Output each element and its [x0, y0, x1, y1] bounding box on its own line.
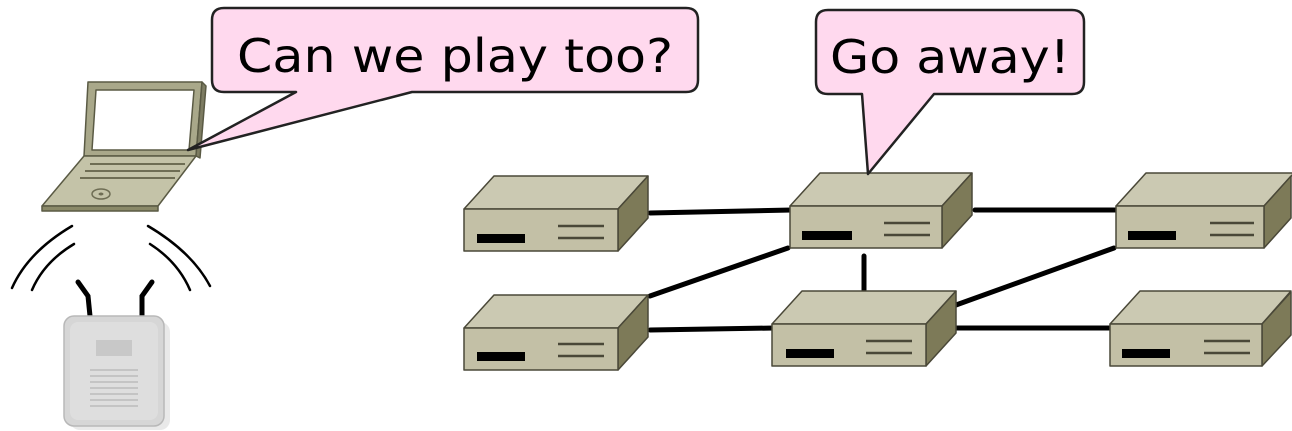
link-bottom-left-bottom-middle [647, 325, 777, 333]
laptop-speech-bubble-shape [186, 6, 700, 152]
laptop-icon [41, 81, 207, 212]
router-icon [463, 294, 649, 371]
link-top-left-top-middle [647, 207, 795, 216]
router-icon [1115, 172, 1292, 249]
laptop-speech-bubble: Can we play too? [186, 6, 700, 152]
link-top-middle-bottom-left [647, 245, 791, 299]
router-icon [463, 175, 649, 252]
link-top-right-bottom-middle [953, 245, 1117, 308]
router-speech-bubble-shape [814, 8, 1086, 176]
network-links [647, 207, 1119, 333]
laptop-speech-text: Can we play too? [237, 29, 673, 83]
router-speech-bubble: Go away! [814, 8, 1086, 176]
router-icon [1109, 290, 1292, 367]
router-speech-text: Go away! [830, 30, 1070, 84]
router-icon [789, 172, 973, 249]
router-icon [771, 290, 957, 367]
wifi-signal-icon [10, 224, 212, 292]
wireless-access-point-icon [63, 279, 170, 430]
